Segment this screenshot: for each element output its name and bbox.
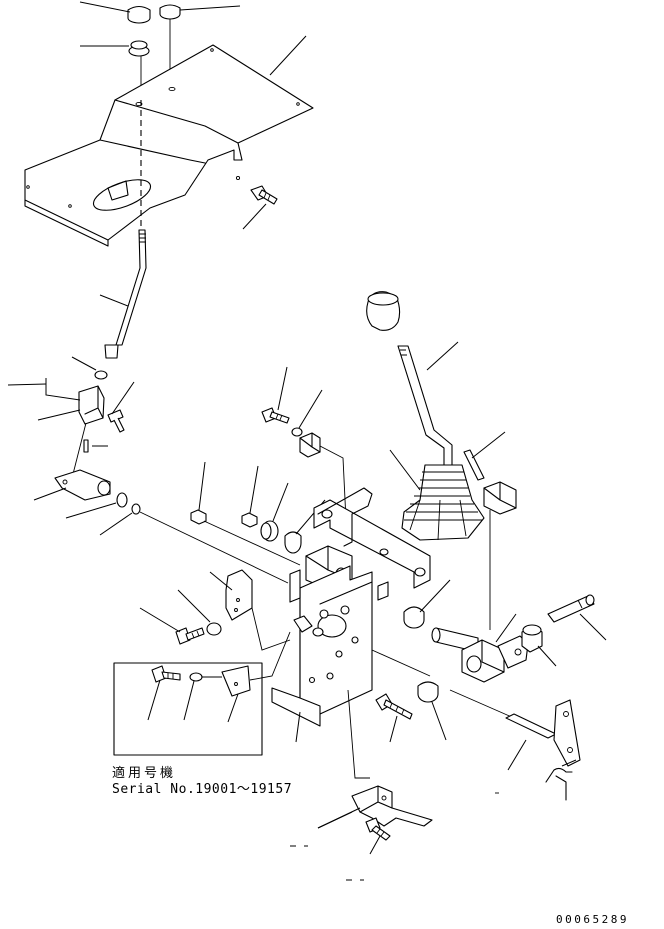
leader-line [537,645,557,667]
main-bracket [271,565,373,727]
leader-line [45,378,81,401]
bolt [151,665,181,683]
leader-line [277,366,288,411]
mounting-rail [313,487,431,589]
shift-knob [366,291,401,331]
serial-number-range: Serial No.19001～19157 [112,782,293,797]
leader-line [419,579,451,613]
yoke [461,635,529,683]
bushing [403,606,425,629]
washer [131,503,141,515]
clip-block [299,432,321,458]
bushing [521,624,543,653]
cap-plug-right [159,4,181,20]
clip-plate [221,665,251,697]
leader-line [99,294,129,307]
bolt [250,185,278,205]
leader-line [37,409,81,421]
washer [291,427,303,437]
leader-line [227,693,239,723]
cap-plug-left [127,5,151,24]
leader-line [183,680,195,721]
leader-line [203,520,301,566]
leader-line [495,613,517,643]
bolt [261,407,290,424]
link-rod [371,649,431,677]
leader-line [147,679,161,721]
control-rod [104,229,147,359]
leader-line [99,512,133,536]
floor-cover-plate [24,44,314,247]
leader-line [179,5,241,11]
leader-line [269,35,307,76]
applicability-label: 適用号機 [112,766,177,781]
shift-rod [505,699,581,767]
shift-lever [397,345,453,471]
spring-clip [293,615,324,637]
leader-line [369,835,381,855]
nut [94,370,108,380]
leader-line [431,701,447,741]
figure-number: 00065289 [556,913,629,926]
pivot-shaft [431,627,479,653]
leader-line [249,465,259,514]
leader-line [272,482,289,522]
nut [190,509,207,525]
lever-arm [54,469,111,501]
leader-line [198,461,206,511]
applicability-box [113,662,263,756]
link-rod [449,689,515,719]
bushing [417,681,439,703]
leader-line [65,502,117,519]
stud [377,581,389,601]
leader-line [139,607,181,633]
clip-plate [225,569,253,621]
nut [241,512,258,528]
leader-line [71,356,97,371]
leader-line [242,203,267,230]
leader-line [507,739,527,771]
leader-line [249,631,291,681]
leader-line [7,383,47,386]
cotter-pin [83,439,89,453]
lower-bracket [351,785,433,827]
pin [547,594,595,623]
washer [189,672,203,682]
leader-line [295,711,301,743]
bolt [375,693,413,720]
leader-line [389,449,421,491]
bolt [365,817,391,841]
leader-line [389,715,398,743]
leader-line [111,381,135,415]
leader-line [317,811,353,829]
shift-boot [401,464,485,541]
leader-line [347,689,370,779]
leader-line [561,759,577,767]
leader-line [209,571,233,591]
bushing [284,531,302,554]
leader-line [251,607,291,651]
lever-clamp [463,449,517,515]
leader-line [426,341,459,371]
leader-line [33,487,67,501]
grommet [128,40,150,57]
leader-line [471,431,506,459]
bolt [175,627,205,645]
hand-symbol [545,767,573,801]
leader-line [177,589,211,623]
washer [206,622,222,636]
leader-line [79,1,131,13]
clevis-block [78,385,105,425]
leader-line [71,422,87,479]
leader-line [579,613,607,641]
washer [116,492,128,508]
spacer [260,520,279,542]
leader-line [298,389,323,429]
pin [107,409,125,433]
leader-line [139,511,289,584]
